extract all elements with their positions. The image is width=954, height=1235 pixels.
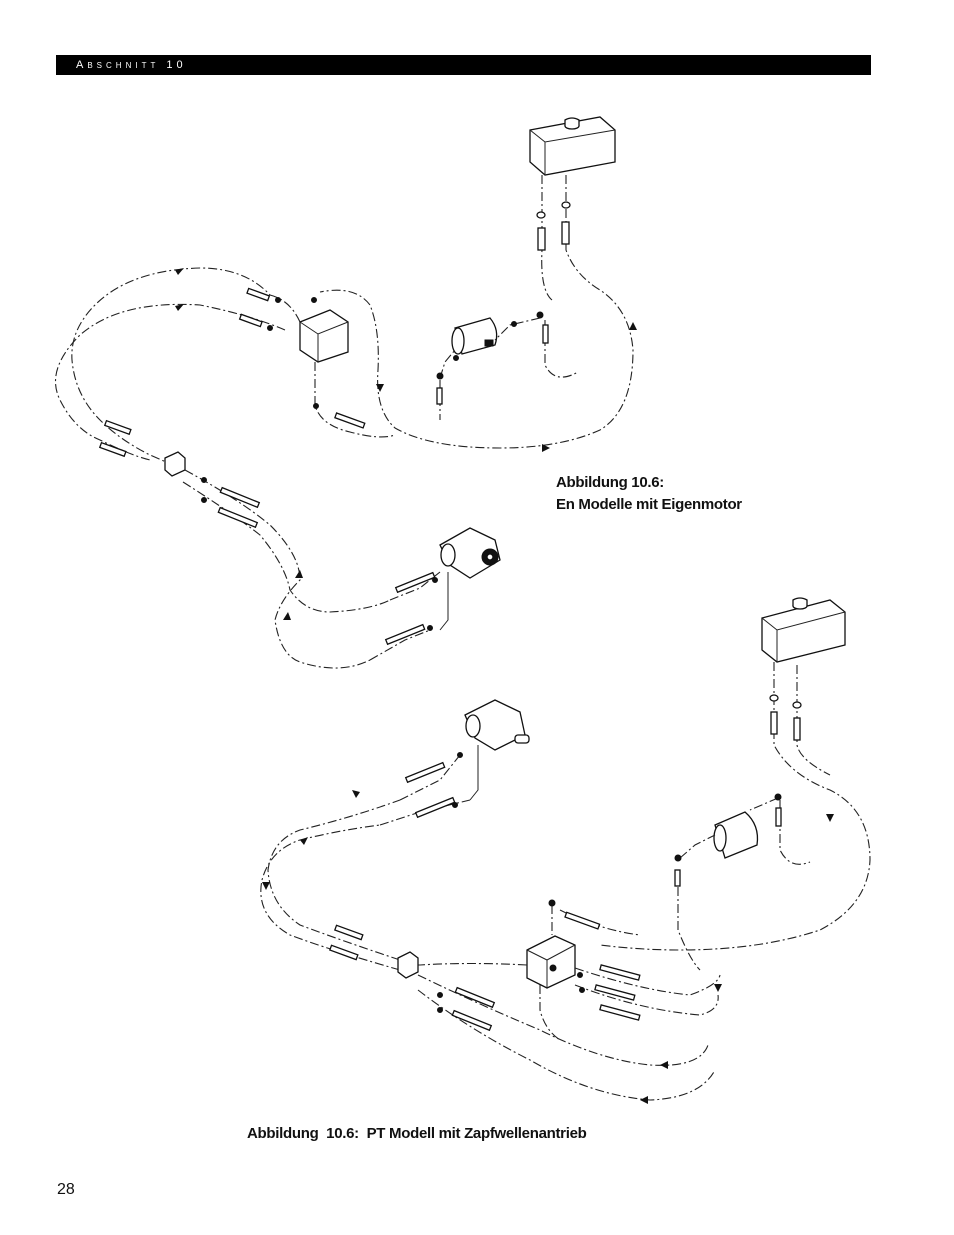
upper-reservoir-tank <box>529 116 616 176</box>
lower-reservoir-tank <box>761 597 846 663</box>
upper-pump-motor <box>451 317 498 355</box>
upper-caption-line-1: Abbildung 10.6: <box>556 474 665 491</box>
section-title: Abschnitt 10 <box>76 59 187 71</box>
lower-control-valve <box>526 935 576 989</box>
upper-caption-line-2: En Modelle mit Eigenmotor <box>556 496 742 513</box>
lower-hydraulic-motor <box>464 699 530 751</box>
section-header-bar: Abschnitt 10 <box>56 55 871 75</box>
lower-figure-caption: Abbildung 10.6: PT Modell mit Zapfwellen… <box>247 1125 587 1142</box>
lower-hydraulic-diagram <box>260 597 871 1104</box>
lower-pump-motor <box>713 811 759 859</box>
lower-flow-divider <box>397 951 419 979</box>
upper-hydraulic-motor <box>439 527 501 579</box>
page-number: 28 <box>57 1181 75 1198</box>
upper-hydraulic-diagram <box>55 116 637 669</box>
upper-flow-divider <box>164 451 186 477</box>
upper-control-valve <box>299 309 349 363</box>
upper-figure-caption: Abbildung 10.6: En Modelle mit Eigenmoto… <box>556 472 742 516</box>
